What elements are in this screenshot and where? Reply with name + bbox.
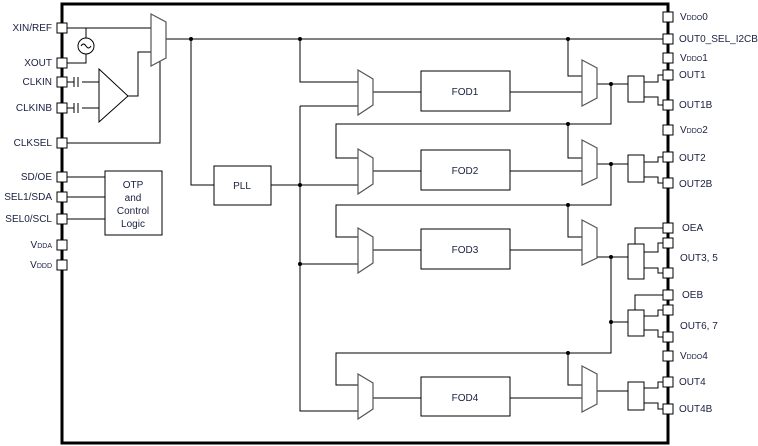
output-muxes bbox=[581, 59, 598, 413]
left-pins: XIN/REF XOUT CLKIN CLKINB CLKSEL SD/OE S… bbox=[4, 22, 68, 271]
svg-text:VDDO1: VDDO1 bbox=[680, 53, 708, 64]
fod-muxes bbox=[357, 68, 374, 421]
svg-text:FOD4: FOD4 bbox=[452, 393, 479, 404]
svg-text:CLKSEL: CLKSEL bbox=[14, 138, 53, 149]
svg-text:FOD2: FOD2 bbox=[452, 166, 479, 177]
otp-control-logic-block: OTP and Control Logic bbox=[104, 170, 163, 236]
fod3-block: FOD3 bbox=[420, 228, 511, 270]
svg-text:Control: Control bbox=[117, 206, 149, 217]
svg-text:OUT1B: OUT1B bbox=[679, 100, 713, 111]
svg-text:FOD1: FOD1 bbox=[452, 87, 479, 98]
fod2-block: FOD2 bbox=[420, 149, 511, 191]
sine-wave-icon bbox=[80, 43, 92, 49]
input-mux bbox=[150, 13, 167, 67]
wires bbox=[67, 27, 663, 412]
svg-text:XIN/REF: XIN/REF bbox=[13, 23, 52, 34]
svg-text:OUT1: OUT1 bbox=[679, 70, 706, 81]
svg-text:XOUT: XOUT bbox=[24, 58, 52, 69]
svg-text:VDDO2: VDDO2 bbox=[680, 125, 708, 136]
svg-text:VDDO4: VDDO4 bbox=[680, 351, 708, 362]
svg-text:OUT2: OUT2 bbox=[679, 153, 706, 164]
svg-text:OUT6, 7: OUT6, 7 bbox=[680, 321, 718, 332]
input-buffer bbox=[98, 67, 129, 124]
svg-text:SD/OE: SD/OE bbox=[21, 172, 52, 183]
svg-text:OUT4: OUT4 bbox=[679, 377, 706, 388]
svg-text:OUT3, 5: OUT3, 5 bbox=[680, 253, 718, 264]
svg-text:CLKINB: CLKINB bbox=[16, 103, 52, 114]
svg-text:VDDD: VDDD bbox=[30, 260, 52, 271]
pll-block: PLL bbox=[213, 165, 272, 206]
output-drivers bbox=[627, 75, 645, 411]
svg-text:SEL1/SDA: SEL1/SDA bbox=[4, 192, 52, 203]
fod1-block: FOD1 bbox=[420, 70, 511, 112]
svg-text:OUT0_SEL_I2CB: OUT0_SEL_I2CB bbox=[679, 34, 758, 45]
svg-text:FOD3: FOD3 bbox=[452, 245, 479, 256]
svg-text:PLL: PLL bbox=[233, 181, 251, 192]
svg-text:Logic: Logic bbox=[121, 219, 145, 230]
svg-text:OEB: OEB bbox=[682, 290, 703, 301]
svg-text:OTP: OTP bbox=[123, 180, 144, 191]
fod4-block: FOD4 bbox=[420, 376, 511, 417]
svg-text:SEL0/SCL: SEL0/SCL bbox=[5, 214, 52, 225]
junction-dots bbox=[189, 37, 613, 355]
svg-text:and: and bbox=[125, 193, 142, 204]
svg-text:VDDO0: VDDO0 bbox=[680, 12, 708, 23]
svg-text:VDDA: VDDA bbox=[31, 240, 53, 251]
svg-text:OEA: OEA bbox=[682, 223, 703, 234]
svg-text:OUT2B: OUT2B bbox=[679, 179, 713, 190]
svg-text:CLKIN: CLKIN bbox=[23, 77, 52, 88]
svg-text:OUT4B: OUT4B bbox=[679, 404, 713, 415]
right-pins: VDDO0 OUT0_SEL_I2CB VDDO1 OUT1 OUT1B VDD… bbox=[662, 11, 758, 415]
